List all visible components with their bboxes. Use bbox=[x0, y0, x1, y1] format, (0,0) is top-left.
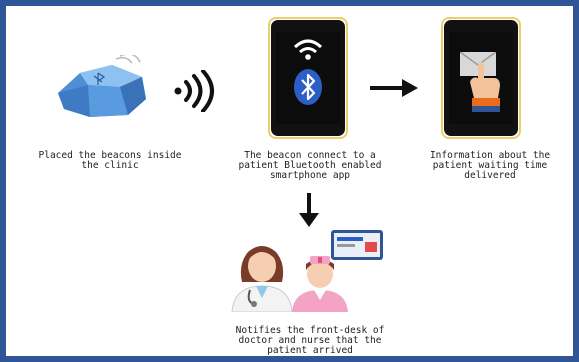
nurse-icon bbox=[292, 256, 348, 312]
caption-connect-line-2: patient Bluetooth enabled bbox=[238, 160, 382, 171]
caption-beacons: Placed the beacons inside the clinic bbox=[20, 151, 200, 171]
arrow-right-icon bbox=[370, 79, 418, 97]
caption-connect-line-1: The beacon connect to a bbox=[244, 150, 376, 161]
hand-icon bbox=[470, 62, 500, 112]
caption-info-line-1: Information about the bbox=[429, 150, 551, 161]
caption-info-line-3: delivered bbox=[464, 170, 516, 181]
caption-connect: The beacon connect to a patient Bluetoot… bbox=[220, 151, 400, 181]
caption-notify: Notifies the front-desk of doctor and nu… bbox=[200, 326, 420, 356]
caption-notify-line-2: doctor and nurse that the bbox=[238, 335, 382, 346]
beacon-icon bbox=[58, 55, 146, 117]
wifi-icon bbox=[293, 39, 323, 60]
tablet-icon bbox=[331, 230, 383, 260]
signal-waves-icon bbox=[174, 70, 214, 112]
caption-beacons-line-2: the clinic bbox=[81, 160, 139, 171]
caption-notify-line-3: patient arrived bbox=[267, 345, 353, 356]
caption-info-line-2: patient waiting time bbox=[432, 160, 548, 171]
arrow-down-icon bbox=[299, 193, 319, 227]
caption-connect-line-3: smartphone app bbox=[269, 170, 351, 181]
caption-beacons-line-1: Placed the beacons inside bbox=[38, 150, 182, 161]
phone-bluetooth bbox=[268, 17, 348, 139]
phone-message bbox=[441, 17, 521, 139]
caption-notify-line-1: Notifies the front-desk of bbox=[235, 325, 385, 336]
doctor-icon bbox=[231, 246, 293, 312]
caption-info: Information about the patient waiting ti… bbox=[405, 151, 575, 181]
bluetooth-icon bbox=[294, 69, 322, 105]
